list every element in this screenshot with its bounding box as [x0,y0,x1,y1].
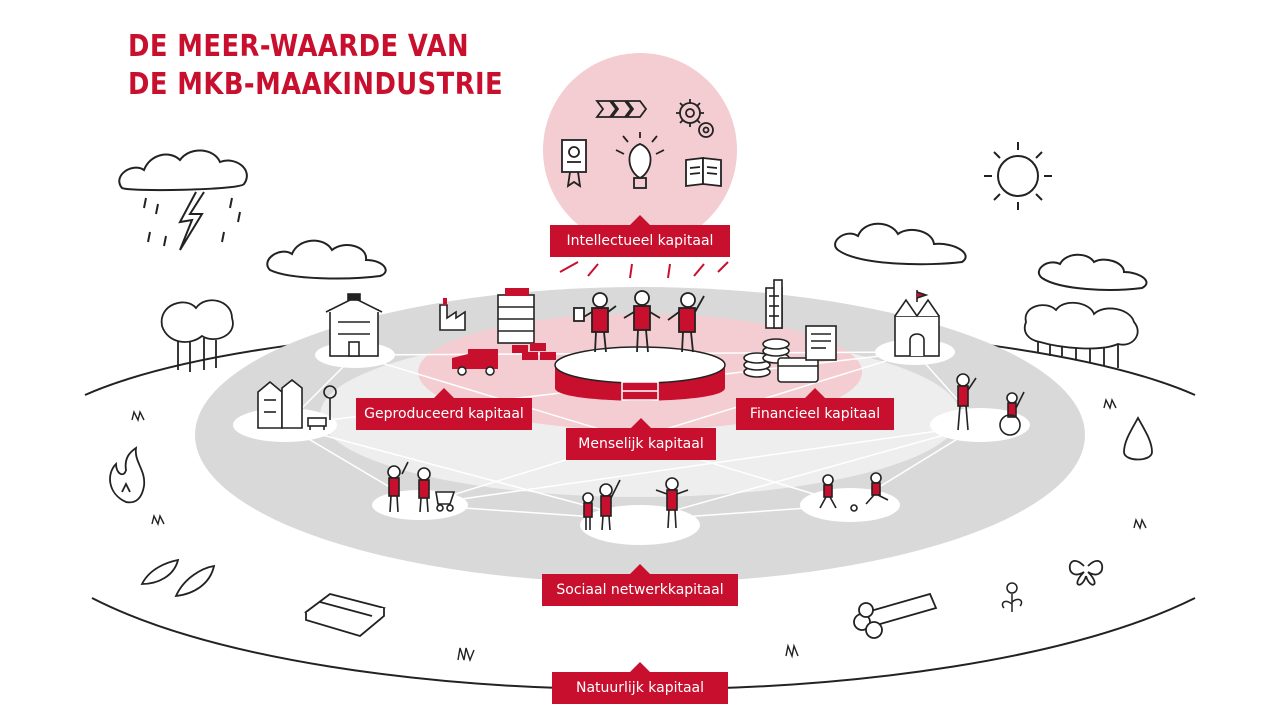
flower-icon [1002,583,1021,612]
label-geproduceerd-text: Geproduceerd kapitaal [364,406,524,422]
butterfly-icon [1070,561,1103,585]
label-natuurlijk-text: Natuurlijk kapitaal [576,680,704,696]
storm-cloud-icon [119,150,247,190]
label-pointer [433,388,455,399]
stage [555,347,725,401]
label-financieel: Financieel kapitaal [736,398,894,430]
label-sociaal: Sociaal netwerkkapitaal [542,574,738,606]
label-menselijk: Menselijk kapitaal [566,428,716,460]
skyscraper-icon [766,280,782,328]
label-pointer [629,215,651,226]
label-intellectueel: Intellectueel kapitaal [550,225,730,257]
lightning-icon [144,192,240,250]
label-geproduceerd: Geproduceerd kapitaal [356,398,532,430]
title-line-1: DE MEER-WAARDE VAN [128,28,503,66]
document-icon [806,326,836,360]
label-natuurlijk: Natuurlijk kapitaal [552,672,728,704]
forest-icon [1025,303,1138,368]
node-people [580,505,700,545]
label-sociaal-text: Sociaal netwerkkapitaal [556,582,723,598]
label-menselijk-text: Menselijk kapitaal [578,436,703,452]
wood-planks-icon [306,594,384,636]
fire-icon [110,448,144,502]
sun-icon [984,142,1052,210]
church-icon [895,290,939,356]
label-pointer [629,564,651,575]
leaves-icon [142,560,214,596]
school-icon [326,294,382,356]
office-building-icon [498,288,534,343]
label-financieel-text: Financieel kapitaal [750,406,880,422]
label-pointer [804,388,826,399]
credit-card-icon [778,358,818,382]
node-soccer [800,488,900,522]
label-pointer [630,418,652,429]
page-title: DE MEER-WAARDE VAN DE MKB-MAAKINDUSTRIE [128,28,503,104]
logs-icon [854,594,936,638]
title-line-2: DE MKB-MAAKINDUSTRIE [128,66,503,104]
rays [560,262,728,278]
book-icon [686,158,721,186]
label-intellectueel-text: Intellectueel kapitaal [567,233,714,249]
label-pointer [629,662,651,673]
water-drop-icon [1124,418,1152,460]
